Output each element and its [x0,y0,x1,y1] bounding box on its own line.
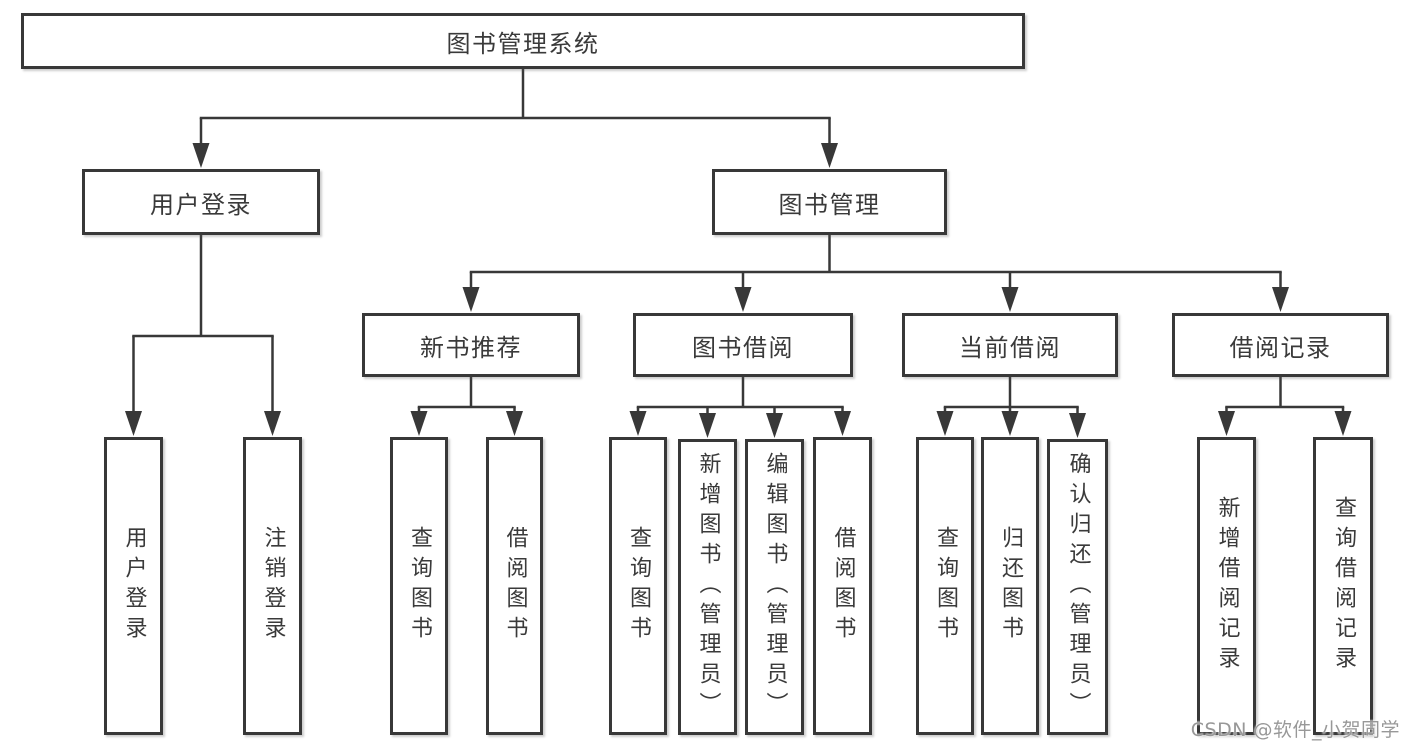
arrowhead [192,143,210,168]
arrowhead [1001,287,1019,312]
node-rec_add: 新增借阅记录 [1197,437,1256,735]
node-newbook: 新书推荐 [362,313,580,377]
node-bw_add: 新增图书（管理员） [678,439,737,735]
node-root: 图书管理系统 [21,13,1025,69]
arrowhead [1001,411,1019,436]
node-cur_query: 查询图书 [916,437,974,735]
arrowhead [936,411,954,436]
arrowhead [821,143,838,168]
node-cur_confirm: 确认归还（管理员） [1047,439,1108,735]
arrowhead [734,287,752,312]
watermark: CSDN @软件_小贺同学 [1190,719,1400,741]
node-records: 借阅记录 [1172,313,1389,377]
node-leaf_login: 用户登录 [104,437,163,735]
node-borrow: 图书借阅 [633,313,853,377]
arrowhead [1334,411,1352,436]
arrowhead [410,411,428,436]
arrowhead [699,413,716,438]
node-nb_borrow: 借阅图书 [486,437,543,735]
arrowhead [462,287,480,312]
node-nb_query: 查询图书 [390,437,448,735]
arrowhead [125,411,142,436]
node-bw_borrow: 借阅图书 [813,437,872,735]
node-bw_query: 查询图书 [609,437,667,735]
node-leaf_logout: 注销登录 [243,437,302,735]
node-login: 用户登录 [82,169,320,235]
arrowhead [834,411,851,436]
arrowhead [1069,413,1086,438]
arrowhead [1218,411,1235,436]
node-current: 当前借阅 [902,313,1118,377]
arrowhead [629,411,647,436]
arrowhead [1272,287,1289,312]
node-bw_edit: 编辑图书（管理员） [745,439,804,735]
arrowhead [766,413,783,438]
arrowhead [506,411,523,436]
node-mgmt: 图书管理 [712,169,947,235]
node-cur_return: 归还图书 [981,437,1039,735]
node-rec_query: 查询借阅记录 [1313,437,1373,735]
arrowhead [264,411,281,436]
